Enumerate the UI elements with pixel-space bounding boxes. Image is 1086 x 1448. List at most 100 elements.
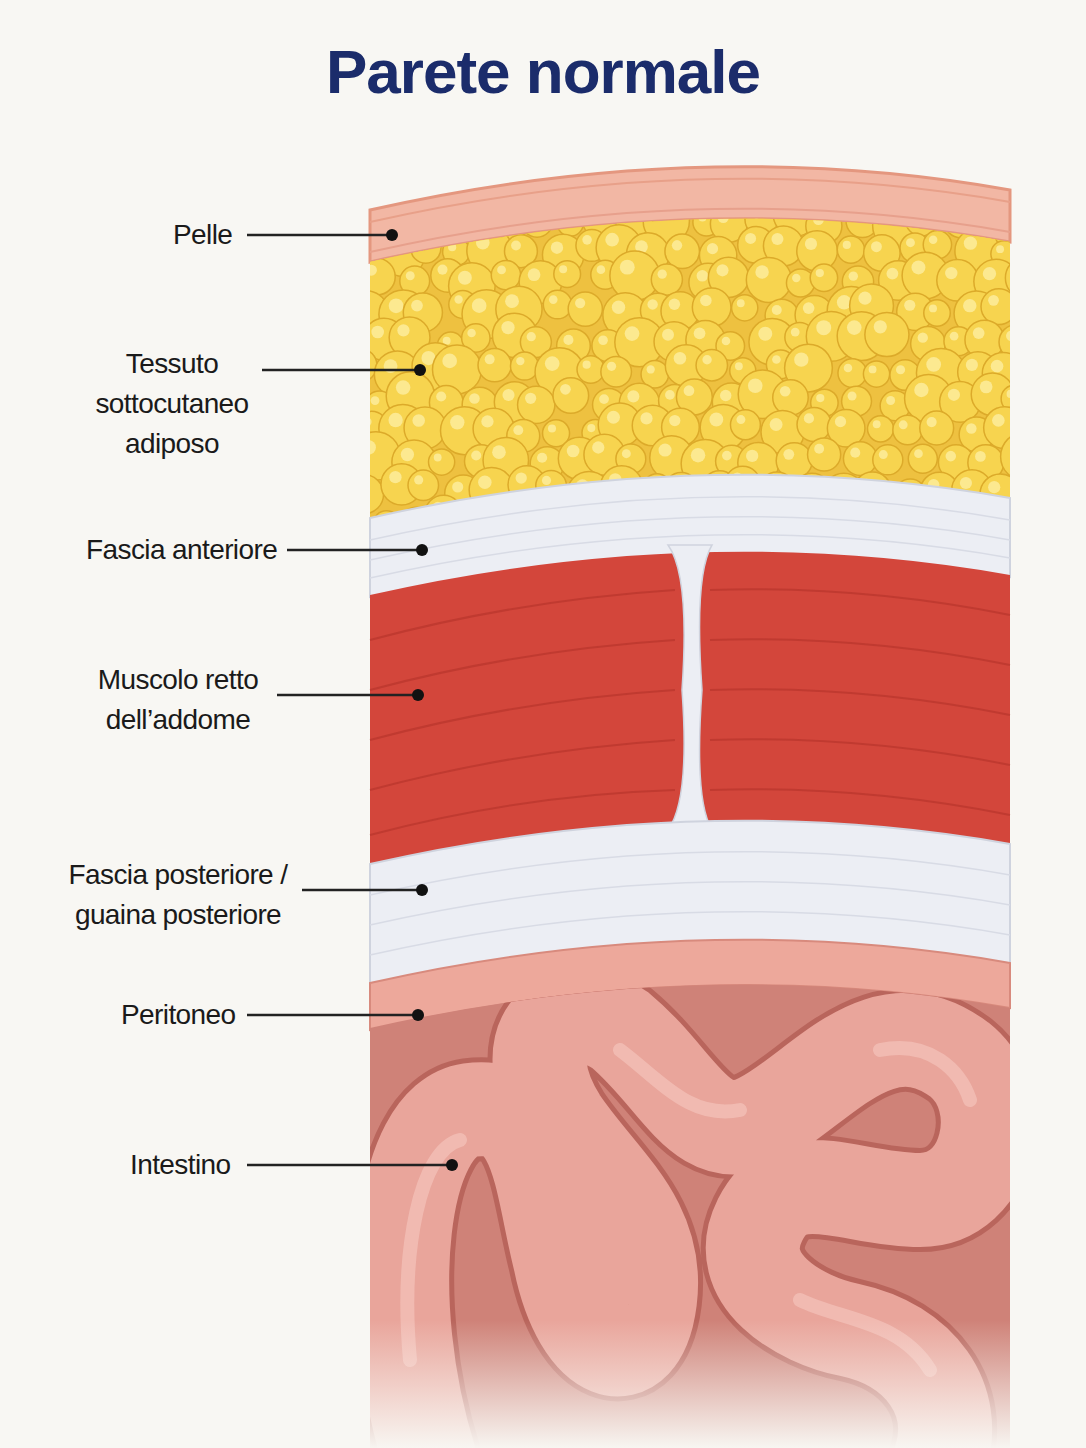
fat-highlight [745, 233, 756, 244]
fat-globule [342, 170, 382, 210]
fat-highlight [804, 413, 814, 423]
fat-highlight [478, 475, 491, 488]
fat-globule [344, 349, 377, 382]
fat-highlight [583, 181, 591, 189]
fat-highlight [598, 335, 608, 345]
fat-highlight [816, 320, 831, 335]
fat-globule [924, 300, 950, 326]
leader-dot [416, 884, 428, 896]
fat-highlight [396, 380, 410, 394]
fat-globule [699, 170, 745, 216]
fat-highlight [871, 241, 882, 252]
fat-highlight [511, 183, 519, 191]
fat-globule [944, 202, 979, 237]
fat-highlight [658, 269, 667, 278]
fat-highlight [709, 413, 723, 427]
fat-highlight [371, 326, 384, 339]
fat-highlight [735, 362, 743, 370]
fascia-fiber [370, 852, 1010, 955]
fat-highlight [930, 175, 943, 188]
fat-highlight [388, 413, 402, 427]
fat-highlight [548, 424, 556, 432]
fat-globule [696, 350, 727, 381]
fat-highlight [607, 411, 620, 424]
fat-highlight [966, 359, 978, 371]
leader-dot [412, 1009, 424, 1021]
fat-globule [665, 234, 700, 269]
fat-highlight [1014, 264, 1027, 277]
fat-highlight [592, 441, 604, 453]
leader-line [287, 549, 422, 552]
leader-dot [386, 229, 398, 241]
fat-globule [577, 176, 605, 204]
fat-highlight [873, 420, 881, 428]
fat-globule [667, 173, 710, 216]
fat-highlight [927, 417, 937, 427]
fat-globule [837, 236, 864, 263]
fat-highlight [748, 378, 763, 393]
fat-highlight [469, 393, 480, 404]
fat-highlight [918, 332, 928, 342]
fat-globule [543, 290, 572, 319]
fat-highlight [886, 268, 898, 280]
fat-highlight [772, 355, 781, 364]
fat-highlight [869, 365, 877, 373]
fat-globule [921, 167, 964, 210]
fat-highlight [963, 299, 976, 312]
fat-highlight [926, 357, 941, 372]
fat-highlight [816, 394, 824, 402]
fat-highlight [350, 177, 362, 189]
fat-highlight [627, 390, 639, 402]
fat-globule [797, 407, 831, 441]
fat-globule [450, 196, 498, 244]
fat-globule [692, 288, 731, 327]
fat-highlight [516, 357, 524, 365]
fat-globule [521, 206, 553, 238]
fat-highlight [948, 389, 960, 401]
fat-highlight [452, 481, 463, 492]
fat-highlight [772, 305, 782, 315]
fat-globule [908, 444, 937, 473]
fat-globule [429, 449, 455, 475]
fat-highlight [562, 215, 570, 223]
fat-highlight [485, 354, 495, 364]
fat-highlight [966, 423, 976, 433]
linea-alba [668, 545, 712, 830]
fat-highlight [448, 243, 456, 251]
fat-highlight [527, 332, 536, 341]
fat-highlight [547, 177, 561, 191]
fat-highlight [746, 450, 758, 462]
fat-globule [1001, 432, 1050, 481]
fat-highlight [516, 472, 527, 483]
fat-globule [843, 442, 877, 476]
fat-highlight [929, 236, 938, 245]
fat-globule [432, 161, 482, 211]
fat-highlight [843, 241, 851, 249]
fat-globule [950, 165, 990, 205]
fat-globule [732, 295, 758, 321]
fat-highlight [813, 214, 824, 225]
fat-highlight [996, 245, 1004, 253]
fat-highlight [960, 477, 972, 489]
fat-highlight [658, 444, 671, 457]
fat-highlight [501, 321, 514, 334]
fat-highlight [575, 298, 585, 308]
fat-globule [838, 359, 867, 388]
fat-highlight [620, 260, 635, 275]
fat-highlight [618, 175, 627, 184]
fat-globule [810, 264, 837, 291]
fat-highlight [835, 416, 846, 427]
fat-highlight [414, 475, 423, 484]
leader-dot [446, 1159, 458, 1171]
fat-highlight [406, 271, 415, 280]
fat-globule [553, 378, 589, 414]
fat-highlight [979, 204, 994, 219]
fat-highlight [992, 414, 1005, 427]
fat-highlight [443, 337, 451, 345]
fat-highlight [988, 295, 999, 306]
fat-highlight [549, 295, 558, 304]
fat-globule [568, 292, 602, 326]
fat-globule [788, 172, 833, 217]
fat-globule [893, 415, 923, 445]
fat-globule [601, 356, 632, 387]
